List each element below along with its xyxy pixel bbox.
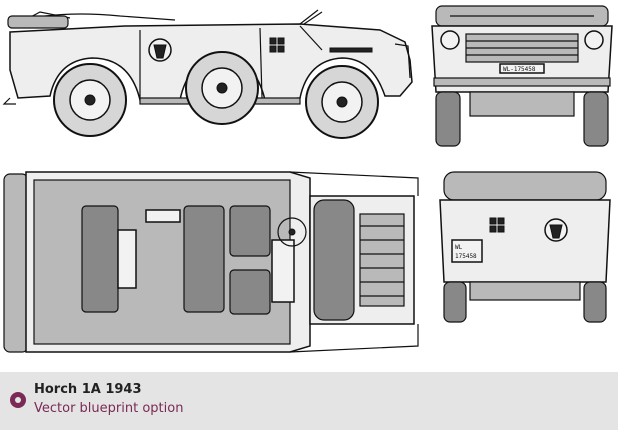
front-view: WL-175458 (431, 5, 613, 147)
floor-grating-left (117, 229, 137, 289)
caption-subtitle-link[interactable]: Vector blueprint option (34, 401, 184, 416)
hood-vents (359, 213, 405, 307)
blueprint-drawing: WL-175458 (2, 5, 613, 353)
front-axle (469, 91, 575, 117)
middle-bench-seat (183, 205, 225, 313)
front-seat-right (229, 205, 271, 257)
front-headlight-right (584, 30, 604, 50)
front-plate-text: WL-175458 (503, 66, 536, 73)
side-wheel-front (305, 65, 379, 139)
front-seat-left (229, 269, 271, 315)
top-interior (33, 179, 291, 345)
top-folded-canvas (3, 173, 29, 353)
front-bumper (433, 77, 611, 87)
rear-canvas-roof (443, 171, 607, 201)
rear-plate-prefix: WL (455, 244, 463, 251)
side-stencil (329, 47, 373, 53)
floor-grating-front (271, 239, 295, 303)
rear-view: WL 175458 (439, 171, 611, 323)
rear-tire-right (583, 281, 607, 323)
folded-canvas-roof (7, 15, 69, 29)
caption-title: Horch 1A 1943 (34, 382, 142, 397)
side-wheel-rear (53, 63, 127, 137)
top-view (3, 171, 419, 353)
steering-wheel (277, 217, 307, 247)
rear-plate-number: 175458 (455, 253, 477, 260)
floor-grating-top (145, 209, 181, 223)
rear-bench-seat (81, 205, 119, 313)
rear-axle (469, 281, 581, 301)
side-view (2, 9, 413, 139)
bullet-icon (10, 392, 26, 408)
spare-wheel (313, 199, 355, 321)
rear-license-plate (451, 239, 483, 263)
side-wheel-middle (185, 51, 259, 125)
front-tire-left (435, 91, 461, 147)
front-tire-right (583, 91, 609, 147)
front-headlight-left (440, 30, 460, 50)
front-license-plate (499, 63, 545, 74)
side-cross-marking (269, 37, 285, 53)
rear-cross-marking (489, 217, 505, 233)
rear-tire-left (443, 281, 467, 323)
caption-bar: Horch 1A 1943 Vector blueprint option (0, 372, 618, 430)
